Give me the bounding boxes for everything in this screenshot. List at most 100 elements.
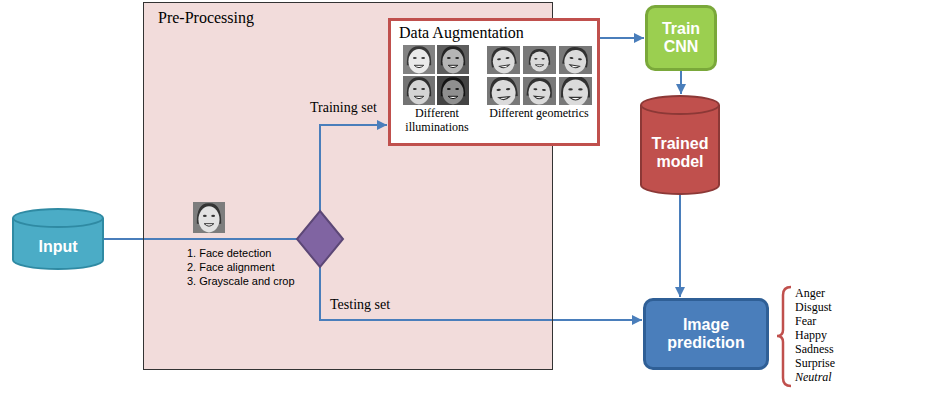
image-caption: Different geometrics <box>482 107 596 135</box>
eye <box>455 88 459 90</box>
eye <box>447 88 451 90</box>
eye <box>455 57 459 59</box>
sample-images-art <box>391 43 597 107</box>
face-photo <box>487 46 520 74</box>
region-fill <box>143 2 553 370</box>
eye <box>505 57 509 60</box>
smile <box>570 97 581 100</box>
smile <box>534 96 544 99</box>
face-photo <box>437 45 469 74</box>
face-photo <box>559 46 592 74</box>
photo-ground <box>403 76 435 105</box>
class-name: Disgust <box>795 300 832 314</box>
class-bracket <box>777 287 791 386</box>
smile <box>499 97 510 100</box>
eye <box>534 58 537 60</box>
input-store: Input <box>12 208 104 270</box>
eye <box>211 215 215 217</box>
face-shape <box>408 49 429 73</box>
face-photo <box>193 202 225 233</box>
cylinder-top <box>641 96 719 114</box>
photo-ground <box>437 45 469 74</box>
class-name: Surprise <box>795 356 835 370</box>
class-name: Happy <box>795 328 827 342</box>
eye <box>542 89 546 91</box>
step-note: 2. Face alignment <box>187 260 274 274</box>
photo-ground <box>523 46 556 74</box>
eye <box>421 57 425 59</box>
photo-ground <box>403 45 435 74</box>
class-name: Sadness <box>795 342 834 356</box>
cylinder-body <box>641 105 719 194</box>
photo-ground <box>523 77 556 105</box>
face-photo <box>523 46 556 74</box>
face-shape <box>198 206 219 232</box>
edge-label: Training set <box>310 100 377 116</box>
photo-ground <box>559 46 592 74</box>
eye <box>569 57 573 60</box>
face-shape <box>530 51 549 71</box>
face-photo <box>559 77 592 105</box>
eye <box>496 89 501 92</box>
sample-images <box>391 43 597 107</box>
eye <box>413 57 417 59</box>
edge-label: Testing set <box>330 297 390 313</box>
eye <box>578 58 582 61</box>
face-photo <box>523 77 556 105</box>
eye <box>506 88 511 91</box>
smile <box>535 65 543 67</box>
eye <box>203 215 207 217</box>
face-shape <box>563 79 588 105</box>
smile <box>569 65 579 69</box>
eye <box>413 88 417 90</box>
step-note: 3. Grayscale and crop <box>187 274 295 288</box>
face-shape <box>442 80 463 104</box>
cylinder-top <box>13 209 103 227</box>
eye <box>541 58 544 60</box>
image-caption: Different illuminations <box>394 107 480 135</box>
photo-ground <box>437 76 469 105</box>
photo-ground <box>193 202 225 233</box>
smile <box>448 65 458 67</box>
node-label: Image prediction <box>650 316 762 353</box>
smile <box>499 65 509 69</box>
eye <box>533 88 537 90</box>
face-shape <box>563 48 588 74</box>
step-note: 1. Face detection <box>187 246 271 260</box>
class-name: Anger <box>795 286 825 300</box>
model-store: Trained model <box>640 95 720 195</box>
face-shape <box>491 79 517 105</box>
process-box: Image prediction <box>643 298 769 370</box>
augmentation-box: Data AugmentationDifferent illuminations… <box>388 18 600 146</box>
face-shape <box>527 80 551 105</box>
flow-arrow <box>600 37 644 39</box>
eye <box>497 58 501 61</box>
node-label: Train CNN <box>652 20 710 57</box>
eye <box>447 57 451 59</box>
face-shape <box>442 49 463 73</box>
face-photo <box>403 45 435 74</box>
eye <box>568 88 573 90</box>
face-photo <box>437 76 469 105</box>
node-label: Trained model <box>646 135 714 172</box>
flow-arrow <box>104 125 387 239</box>
process-box: Train CNN <box>645 5 717 71</box>
face-photo <box>487 77 520 105</box>
smile <box>204 224 214 226</box>
class-name: Neutral <box>795 370 832 384</box>
box-title: Data Augmentation <box>391 21 597 43</box>
flow-arrow <box>679 195 681 297</box>
stage-region: Pre-ProcessingData AugmentationDifferent… <box>143 2 553 370</box>
split-diamond <box>297 211 343 267</box>
eye <box>578 88 583 90</box>
flow-arrow <box>680 71 682 94</box>
smile <box>414 65 424 67</box>
face-shape <box>491 48 516 74</box>
face-shape <box>408 80 429 104</box>
photo-ground <box>487 46 520 74</box>
flow-arrow <box>104 239 642 320</box>
node-label: Input <box>38 238 77 256</box>
eye <box>421 88 425 90</box>
